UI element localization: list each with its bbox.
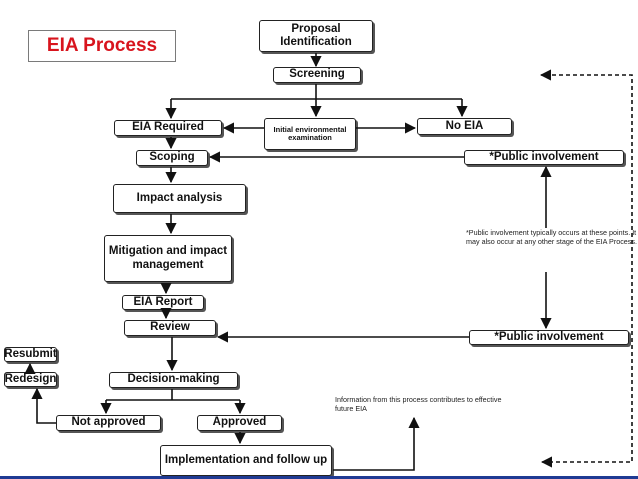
arrow-implementation-info	[333, 416, 420, 471]
node-proposal-label: Proposal Identification	[280, 22, 352, 48]
node-no-eia: No EIA	[417, 118, 512, 135]
node-impact-analysis-label: Impact analysis	[136, 191, 223, 204]
node-proposal-identification: Proposal Identification	[259, 20, 373, 52]
node-initial-exam-label: Initial environmental examination	[273, 124, 347, 142]
node-mitigation: Mitigation and impact management	[104, 235, 232, 282]
node-no-eia-label: No EIA	[445, 119, 484, 132]
node-scoping: Scoping	[136, 150, 208, 166]
node-initial-environmental-examination: Initial environmental examination	[264, 118, 356, 150]
node-implementation: Implementation and follow up	[160, 445, 332, 476]
node-not-approved-label: Not approved	[71, 416, 146, 429]
feedback-loop-dashed	[539, 69, 633, 468]
node-scoping-label: Scoping	[149, 151, 195, 164]
node-eia-required: EIA Required	[114, 120, 222, 136]
node-redesign: Redesign	[4, 372, 57, 387]
node-approved: Approved	[197, 415, 282, 431]
node-approved-label: Approved	[212, 416, 267, 429]
node-impact-analysis: Impact analysis	[113, 184, 246, 213]
node-screening-label: Screening	[289, 68, 345, 81]
node-review-label: Review	[150, 321, 190, 334]
node-review: Review	[124, 320, 216, 336]
node-resubmit: Resubmit	[4, 347, 57, 362]
node-screening: Screening	[273, 67, 361, 83]
bottom-accent-bar	[0, 476, 638, 479]
node-redesign-label: Redesign	[4, 372, 57, 385]
node-eia-report-label: EIA Report	[133, 295, 193, 308]
node-not-approved: Not approved	[56, 415, 161, 431]
node-eia-required-label: EIA Required	[132, 121, 204, 134]
node-decision-making: Decision-making	[109, 372, 238, 388]
node-mitigation-label: Mitigation and impact management	[108, 245, 228, 271]
arrow-not-approved-redesign	[31, 387, 56, 424]
node-decision-label: Decision-making	[127, 373, 220, 386]
diagram-title: EIA Process	[28, 30, 176, 62]
information-note: Information from this process contribute…	[335, 395, 502, 413]
node-implementation-label: Implementation and follow up	[164, 453, 328, 466]
node-resubmit-label: Resubmit	[4, 347, 57, 360]
